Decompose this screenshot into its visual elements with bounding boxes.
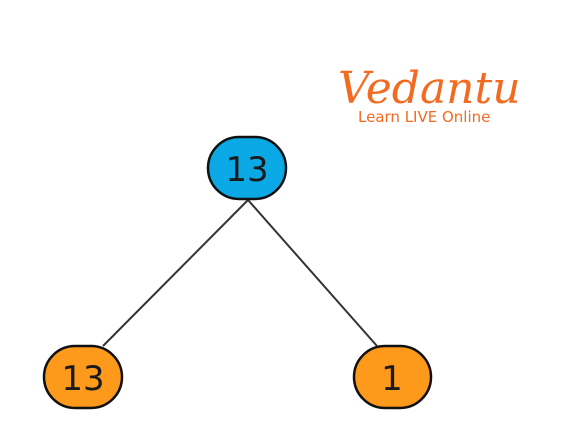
tree-node-right: 1 xyxy=(352,344,433,410)
node-root-shape xyxy=(206,135,288,201)
node-left-shape xyxy=(42,344,124,410)
logo-wordmark: Vedantu xyxy=(338,63,521,114)
tree-node-left: 13 xyxy=(42,344,124,410)
node-right-shape xyxy=(352,344,433,410)
node-root-label: 13 xyxy=(225,150,268,190)
vedantu-logo: Vedantu Learn LIVE Online xyxy=(338,63,521,126)
edge-root-right xyxy=(247,199,378,347)
node-left-label: 13 xyxy=(61,359,104,399)
logo-tagline: Learn LIVE Online xyxy=(358,108,490,126)
node-right-label: 1 xyxy=(381,359,403,399)
tree-node-root: 13 xyxy=(206,135,288,201)
edge-root-left xyxy=(102,199,249,347)
